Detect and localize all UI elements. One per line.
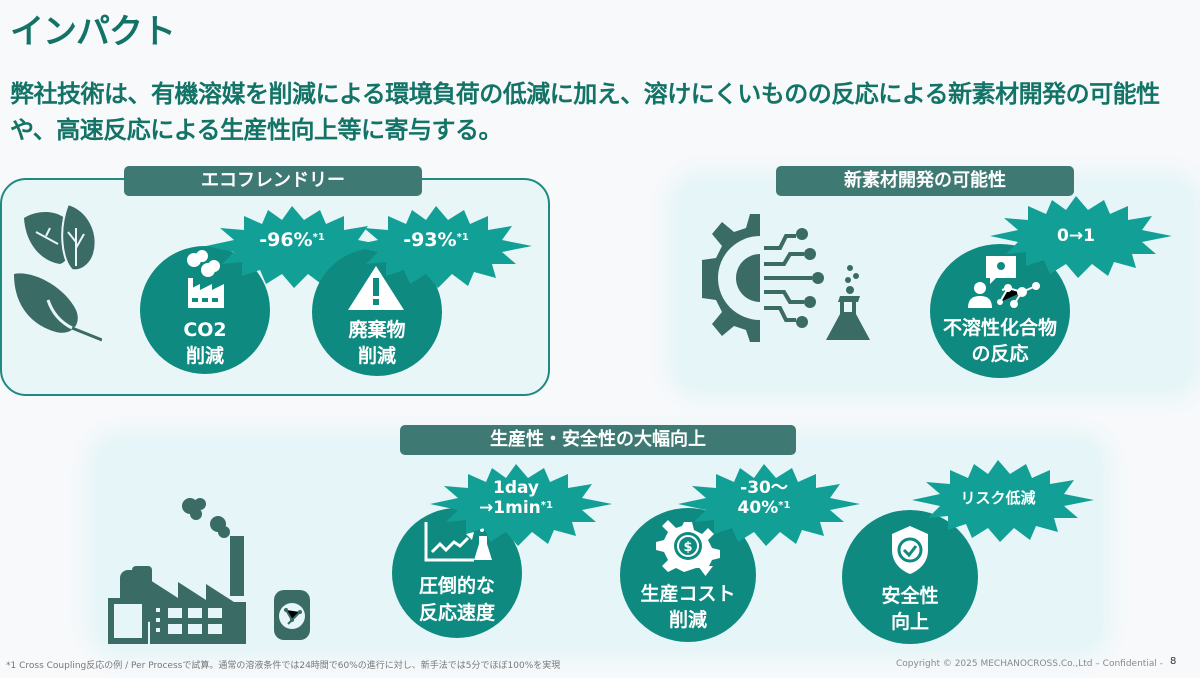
co2-burst-value: -96% xyxy=(259,229,313,251)
speed-label-line2: 反応速度 xyxy=(418,602,495,624)
cost-label-line2: 削減 xyxy=(668,609,707,631)
safety-label-line2: 向上 xyxy=(890,611,929,633)
cost-burst-line2: 40% xyxy=(737,498,779,518)
insoluble-label-line1: 不溶性化合物 xyxy=(942,317,1057,339)
person-idea-molecule-icon xyxy=(968,256,1040,308)
waste-label-line1: 廃棄物 xyxy=(348,319,406,341)
co2-label-line2: 削減 xyxy=(185,345,224,367)
cost-gear-down-icon: $ xyxy=(656,520,720,576)
new-material-label: 新素材開発の可能性 xyxy=(776,166,1074,196)
leaves-icon xyxy=(10,200,103,354)
safety-burst-value: リスク低減 xyxy=(960,489,1036,507)
footnote-ref: *1 xyxy=(456,232,469,243)
waste-burst-value: -93% xyxy=(403,229,457,251)
footnote-ref: *1 xyxy=(778,500,791,511)
growth-chart-flask-icon xyxy=(424,522,492,562)
insoluble-burst-badge: 0→1 xyxy=(976,196,1176,278)
insoluble-label-line2: の反応 xyxy=(971,343,1029,365)
speed-label-line1: 圧倒的な xyxy=(418,575,495,597)
factory-icon xyxy=(106,498,332,648)
insoluble-reaction-circle: 不溶性化合物 の反応 xyxy=(930,244,1070,378)
svg-text:$: $ xyxy=(683,540,692,555)
waste-label-line2: 削減 xyxy=(357,345,396,367)
safety-burst-badge: リスク低減 xyxy=(898,460,1098,542)
footnote-ref: *1 xyxy=(540,500,553,511)
page-title: インパクト xyxy=(10,12,176,52)
warning-triangle-icon xyxy=(348,266,404,310)
waste-burst-badge: -93%*1 xyxy=(336,206,536,288)
co2-label-line1: CO2 xyxy=(183,319,227,341)
safety-label-line1: 安全性 xyxy=(881,585,939,607)
footnote-ref: *1 xyxy=(312,232,325,243)
copyright: Copyright © 2025 MECHANOCROSS.Co.,Ltd – … xyxy=(896,659,1163,669)
eco-friendly-label: エコフレンドリー xyxy=(124,166,422,196)
shield-check-icon xyxy=(892,526,928,574)
cost-label-line1: 生産コスト xyxy=(640,583,736,605)
page-number: 8 xyxy=(1170,656,1177,667)
co2-burst-badge: -96%*1 xyxy=(192,206,392,288)
speed-burst-line2: →1min xyxy=(479,498,541,518)
speed-burst-badge: 1day →1min*1 xyxy=(416,464,616,546)
cost-burst-line1: -30〜 xyxy=(740,478,788,498)
speed-burst-line1: 1day xyxy=(492,478,540,498)
insoluble-burst-value: 0→1 xyxy=(1057,226,1095,246)
productivity-label: 生産性・安全性の大幅向上 xyxy=(400,425,796,455)
safety-circle: 安全性 向上 xyxy=(842,510,978,644)
footnote: *1 Cross Coupling反応の例 / Per Processで試算。通… xyxy=(6,661,561,671)
factory-emission-icon xyxy=(187,250,224,308)
cost-burst-badge: -30〜 40%*1 xyxy=(664,464,864,546)
gear-circuit-flask-icon xyxy=(700,212,870,350)
lead-text: 弊社技術は、有機溶媒を削減による環境負荷の低減に加え、溶けにくいものの反応による… xyxy=(10,80,1160,144)
